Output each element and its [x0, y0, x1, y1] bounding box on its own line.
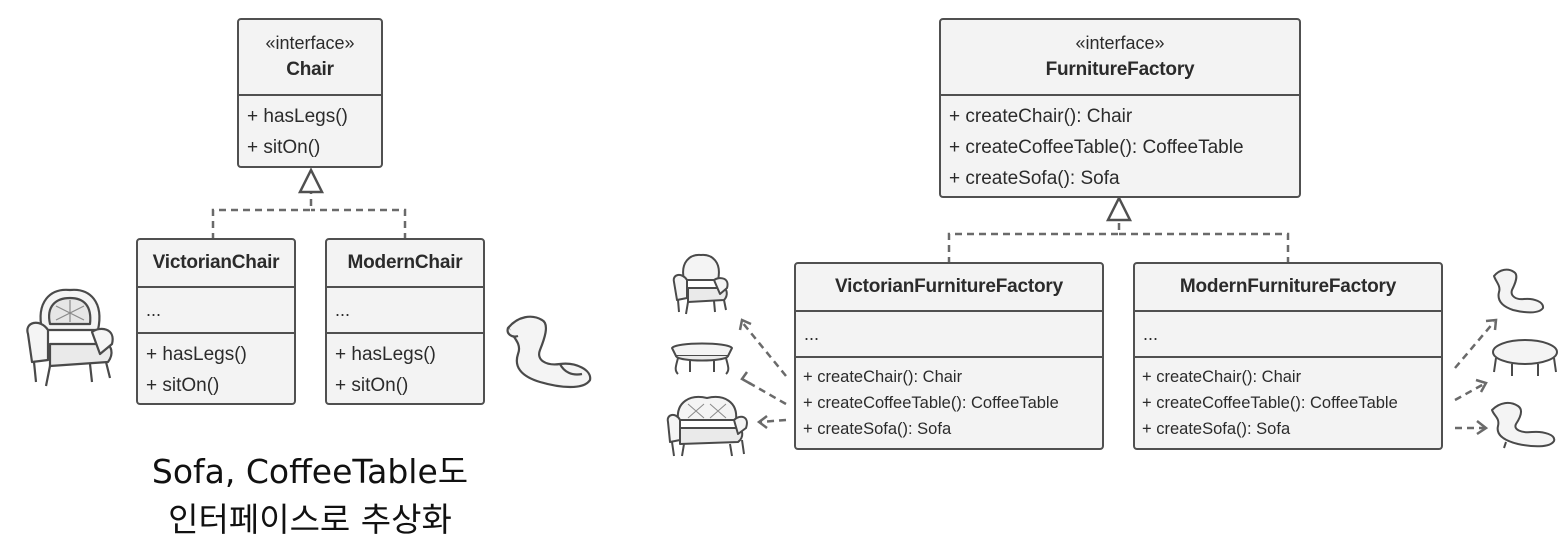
class-header: ModernChair	[327, 240, 483, 288]
create-arrow-modern-chair	[1454, 321, 1495, 369]
arrowhead-modern-sofa	[1476, 420, 1489, 436]
operation-item: + createChair(): Chair	[1142, 368, 1302, 386]
modern-table-icon	[1492, 339, 1558, 376]
victorian-furniture-factory-box: VictorianFurnitureFactory ... + createCh…	[794, 262, 1104, 450]
furniture-factory-interface-box: «interface» FurnitureFactory + createCha…	[939, 18, 1301, 198]
class-header: «interface» FurnitureFactory	[941, 20, 1299, 96]
victorian-armchair-icon	[26, 288, 114, 387]
create-arrow-chair	[741, 321, 787, 377]
arrowhead-chair	[738, 318, 752, 331]
operation-item: + createCoffeeTable(): CoffeeTable	[803, 394, 1059, 412]
victorian-table-icon	[671, 342, 733, 375]
create-arrow-sofa	[759, 418, 787, 424]
class-name: FurnitureFactory	[1045, 59, 1195, 80]
arrowhead-modern-table	[1475, 378, 1488, 393]
fields-section: ...	[138, 288, 294, 334]
victorian-sofa-icon	[666, 396, 748, 457]
arrowhead-modern-chair	[1485, 318, 1498, 331]
victorian-chair-box: VictorianChair ... + hasLegs() + sitOn()	[136, 238, 296, 405]
operations-section: + hasLegs() + sitOn()	[239, 96, 381, 166]
chair-interface-header: «interface» Chair	[239, 20, 381, 96]
operation-item: + hasLegs()	[335, 344, 436, 365]
operation-item: + sitOn()	[146, 375, 220, 396]
class-header: ModernFurnitureFactory	[1135, 264, 1441, 312]
operation-item: + createChair(): Chair	[949, 106, 1133, 127]
realization-connector-victorian-chair	[211, 192, 313, 240]
operations-section: + hasLegs() + sitOn()	[327, 334, 483, 403]
class-name: ModernChair	[347, 252, 463, 273]
realization-connector-modern-factory	[1119, 232, 1290, 264]
chair-interface-box: «interface» Chair + hasLegs() + sitOn()	[237, 18, 383, 168]
class-header: VictorianChair	[138, 240, 294, 288]
operations-section: + createChair(): Chair + createCoffeeTab…	[941, 96, 1299, 196]
operation-item: + createSofa(): Sofa	[803, 420, 952, 438]
fields-section: ...	[1135, 312, 1441, 358]
class-header: VictorianFurnitureFactory	[796, 264, 1102, 312]
operation-item: + createCoffeeTable(): CoffeeTable	[949, 137, 1244, 158]
modern-small-chair-icon	[1493, 268, 1545, 314]
arrowhead-table	[740, 371, 752, 386]
modern-furniture-factory-box: ModernFurnitureFactory ... + createChair…	[1133, 262, 1443, 450]
caption-text: Sofa, CoffeeTable도 인터페이스로 추상화	[90, 448, 530, 544]
operation-item: + hasLegs()	[146, 344, 247, 365]
fields-section: ...	[796, 312, 1102, 358]
operation-item: + createCoffeeTable(): CoffeeTable	[1142, 394, 1398, 412]
operations-section: + hasLegs() + sitOn()	[138, 334, 294, 403]
caption-line-1: Sofa, CoffeeTable도	[151, 452, 469, 491]
create-arrow-modern-table	[1454, 382, 1485, 402]
victorian-small-chair-icon	[672, 253, 729, 315]
realization-arrowhead-chair	[297, 167, 325, 194]
operations-section: + createChair(): Chair + createCoffeeTab…	[796, 358, 1102, 448]
realization-arrowhead-factory	[1105, 195, 1133, 222]
stereotype-label: «interface»	[1075, 33, 1165, 53]
operations-section: + createChair(): Chair + createCoffeeTab…	[1135, 358, 1441, 448]
operation-item: + createSofa(): Sofa	[949, 168, 1120, 189]
fields-section: ...	[327, 288, 483, 334]
arrowhead-sofa	[756, 415, 768, 429]
operation-item: + createSofa(): Sofa	[1142, 420, 1291, 438]
operation-item: + sitOn()	[247, 137, 321, 158]
operation-item: + hasLegs()	[247, 106, 348, 127]
modern-sofa-icon	[1491, 401, 1556, 449]
modern-chair-box: ModernChair ... + hasLegs() + sitOn()	[325, 238, 485, 405]
caption-line-2: 인터페이스로 추상화	[168, 500, 452, 539]
class-name: ModernFurnitureFactory	[1179, 276, 1397, 297]
operation-item: + createChair(): Chair	[803, 368, 963, 386]
modern-chair-icon	[506, 315, 592, 389]
realization-connector-modern-chair	[311, 208, 407, 240]
class-name: VictorianChair	[152, 252, 280, 273]
class-name: Chair	[286, 59, 334, 80]
operation-item: + sitOn()	[335, 375, 409, 396]
class-name: VictorianFurnitureFactory	[835, 276, 1063, 297]
stereotype-label: «interface»	[265, 33, 355, 53]
realization-connector-victorian-factory	[947, 220, 1121, 264]
